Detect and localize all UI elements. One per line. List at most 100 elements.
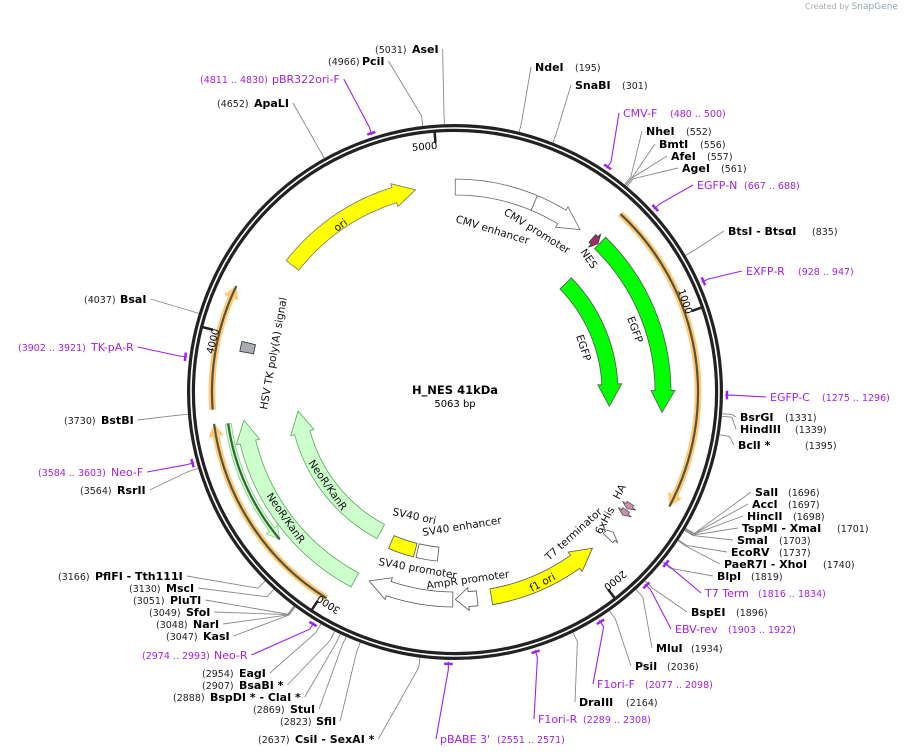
feature-ha[interactable] <box>622 500 637 511</box>
feature-cmv-promoter[interactable] <box>530 195 581 230</box>
feature-sv40-ori[interactable] <box>388 535 418 558</box>
feature-sv40-enhancer[interactable] <box>415 543 440 562</box>
enzyme-site-label[interactable]: PluTI(3051) <box>133 594 295 615</box>
primer-label[interactable]: CMV-F(480 .. 500) <box>603 107 726 171</box>
feature-f1-ori[interactable] <box>489 547 594 606</box>
orf-right-line[interactable] <box>619 213 700 508</box>
enzyme-name: TspMI - XmaI <box>742 522 821 535</box>
enzyme-site-label[interactable]: AfeI(557) <box>625 150 733 186</box>
enzyme-site-label[interactable]: BclI *(1395) <box>719 434 837 452</box>
enzyme-name: DraIII <box>579 696 613 709</box>
enzyme-site-label[interactable]: PaeR7I - XhoI(1740) <box>677 540 855 571</box>
leader-line <box>719 434 735 446</box>
feature-t7-terminator[interactable] <box>602 528 619 544</box>
primer-mark <box>596 618 605 626</box>
enzyme-site-label[interactable]: BsrGI(1331) <box>722 411 817 424</box>
enzyme-site-label[interactable]: EagI(2954) <box>202 623 322 680</box>
primer-label[interactable]: EGFP-C(1275 .. 1296) <box>724 390 890 404</box>
label-neo-kan-outer[interactable]: NeoR/KanR <box>264 491 307 546</box>
enzyme-name: BsaI <box>120 293 146 306</box>
enzyme-site-label[interactable]: SmaI(1703) <box>684 530 811 547</box>
label-sv40-ori[interactable]: SV40 ori <box>391 506 437 527</box>
enzyme-site-label[interactable]: HincII(1698) <box>685 510 825 535</box>
enzyme-site-label[interactable]: EcoRV (1737) <box>678 539 811 559</box>
enzyme-site-label[interactable]: PciI(4966) <box>328 55 424 126</box>
enzyme-site-label[interactable]: StuI(2869) <box>253 636 347 716</box>
enzyme-position: (2907) <box>202 681 234 692</box>
enzyme-site-label[interactable]: BstBI(3730) <box>64 413 188 427</box>
primer-label[interactable]: Neo-R(2974 .. 2993) <box>142 620 318 662</box>
enzyme-name: EcoRV <box>731 546 770 559</box>
primer-label[interactable]: EGFP-N(667 .. 688) <box>651 179 800 212</box>
feature-6xhis[interactable] <box>617 507 632 518</box>
primer-label[interactable]: Neo-F(3584 .. 3603) <box>38 458 195 479</box>
orf-left-upper-line[interactable] <box>210 285 238 410</box>
tick-mark <box>201 325 214 331</box>
label-egfp-inner[interactable]: EGFP <box>573 333 593 363</box>
enzyme-position: (3564) <box>80 486 112 497</box>
enzyme-name: MluI <box>656 642 683 655</box>
enzyme-site-label[interactable]: PsiI(2036) <box>609 610 699 673</box>
enzyme-site-label[interactable]: NheI(552) <box>624 125 712 185</box>
label-ha[interactable]: HA <box>611 482 629 502</box>
primer-mark <box>366 130 376 136</box>
label-hsv-tk-polya[interactable]: HSV TK poly(A) signal <box>258 296 290 410</box>
enzyme-site-label[interactable]: ApaLI(4652) <box>217 97 325 159</box>
enzyme-site-label[interactable]: BsaBI *(2907) <box>202 631 336 692</box>
primer-label[interactable]: F1ori-R(2289 .. 2308) <box>531 649 651 726</box>
feature-ori[interactable] <box>285 183 417 271</box>
enzyme-site-label[interactable]: SnaBI(301) <box>552 79 648 143</box>
enzyme-site-label[interactable]: NdeI(195) <box>518 61 601 132</box>
enzyme-position: (1697) <box>788 500 820 511</box>
feature-nes[interactable] <box>588 233 602 248</box>
enzyme-site-label[interactable]: SfiI(2823) <box>280 642 361 728</box>
leader-line <box>626 167 679 187</box>
feature-ampr-promoter[interactable] <box>454 586 479 612</box>
enzyme-site-label[interactable]: AseI(5031) <box>375 43 445 125</box>
primer-label[interactable]: EXFP-R(928 .. 947) <box>700 265 854 286</box>
enzyme-site-label[interactable]: RsrII(3564) <box>80 468 199 498</box>
enzyme-name: BtsI - BtsαI <box>728 225 796 238</box>
orf-left-lower-line[interactable] <box>213 423 328 600</box>
leader-line <box>343 78 373 136</box>
primer-name: F1ori-R <box>538 713 578 726</box>
enzyme-site-label[interactable]: CsiI - SexAI *(2637) <box>258 657 421 746</box>
primer-label[interactable]: T7 Term(1816 .. 1834) <box>662 559 826 600</box>
leader-line <box>592 619 605 685</box>
enzyme-site-label[interactable]: MluI(1934) <box>635 589 723 655</box>
primer-label[interactable]: pBR322ori-F(4811 .. 4830) <box>200 73 376 136</box>
enzyme-site-label[interactable]: PflFI - Tth111I(3166) <box>58 570 266 589</box>
enzyme-site-label[interactable]: BsaI(4037) <box>84 293 199 314</box>
label-neo-kan-inner[interactable]: NeoR/KanR <box>306 458 349 513</box>
feature-hsv-tk-polya[interactable] <box>239 340 256 355</box>
leader-line <box>442 48 445 125</box>
enzyme-site-label[interactable]: DraIII(2164) <box>572 632 658 709</box>
enzyme-position: (1737) <box>779 548 811 559</box>
feature-sv40-promoter[interactable] <box>368 577 454 608</box>
enzyme-name: NarI <box>193 618 219 631</box>
enzyme-site-label[interactable]: MscI(3130) <box>129 582 275 598</box>
primer-label[interactable]: pBABE 3'(2551 .. 2571) <box>435 661 565 746</box>
feature-egfp-outer[interactable] <box>593 236 676 414</box>
primer-label[interactable]: EBV-rev(1903 .. 1922) <box>642 581 796 636</box>
orf-green-line[interactable] <box>227 423 281 541</box>
enzyme-site-label[interactable]: SfoI(3049) <box>149 606 295 619</box>
enzyme-site-label[interactable]: HindIII(1339) <box>721 415 827 436</box>
orf-right[interactable] <box>618 211 702 507</box>
leader-line <box>137 346 188 358</box>
primer-label[interactable]: F1ori-F(2077 .. 2098) <box>592 618 713 691</box>
enzyme-site-label[interactable]: BspDI * - ClaI *(2888) <box>173 634 341 704</box>
enzyme-site-label[interactable]: BtsI - BtsαI(835) <box>685 225 838 256</box>
enzyme-site-label[interactable]: TspMI - XmaI(1701) <box>684 522 869 536</box>
enzyme-site-label[interactable]: AgeI(561) <box>626 162 747 187</box>
orf-left-lower[interactable] <box>208 423 329 602</box>
primer-label[interactable]: TK-pA-R(3902 .. 3921) <box>18 341 188 362</box>
primer-name: EXFP-R <box>746 265 785 278</box>
feature-egfp-inner[interactable] <box>559 277 623 408</box>
enzyme-position: (3048) <box>156 620 188 631</box>
feature-cmv-enhancer[interactable] <box>454 178 538 211</box>
feature-neo-kan-inner[interactable] <box>290 410 386 540</box>
primer-mark <box>642 581 651 590</box>
enzyme-position: (2823) <box>280 717 312 728</box>
feature-neo-kan-outer[interactable] <box>235 419 360 588</box>
